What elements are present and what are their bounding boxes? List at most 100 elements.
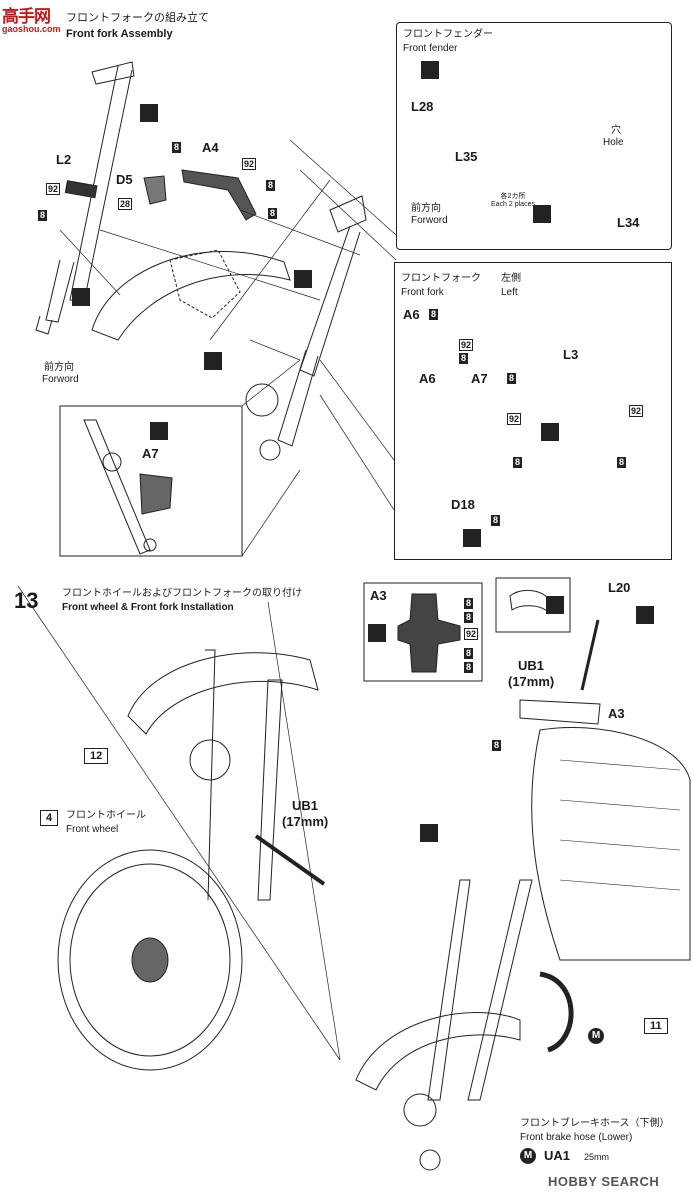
glue-icon — [72, 288, 90, 306]
code-92-a3: 92 — [464, 628, 479, 640]
hose-m-icon: M — [520, 1148, 536, 1164]
code-8-l2: 8 — [38, 210, 48, 221]
wheel-assembly-drawing — [57, 649, 326, 1071]
hose-en: Front brake hose (Lower) — [520, 1132, 633, 1143]
direction-en-12: Forword — [42, 374, 79, 385]
bike-front-drawing — [355, 619, 691, 1171]
part-label-a3: A3 — [608, 706, 625, 721]
step13-title-en: Front wheel & Front fork Installation — [62, 602, 234, 613]
hose-m-marker: M — [588, 1028, 604, 1044]
step13-number: 13 — [14, 588, 39, 613]
fork-right-drawing-12 — [245, 195, 367, 461]
part-label-l28: L28 — [411, 99, 434, 114]
cement-icon — [546, 596, 564, 614]
fork-l2-drawing — [35, 61, 135, 335]
note-jp: 各2カ所 — [500, 193, 526, 200]
part-label-a7-inset: A7 — [142, 446, 159, 461]
fork-panel: フロントフォーク 左側 Front fork Left A6 8 92 8 A6… — [394, 262, 672, 560]
a4-bracket-drawing — [143, 169, 257, 221]
fender-title-en: Front fender — [403, 43, 458, 54]
part-label-a7: A7 — [471, 371, 488, 386]
code-8-a3-main: 8 — [492, 740, 502, 751]
code-28-d5: 28 — [118, 198, 133, 210]
direction-en-fender: Forword — [411, 215, 448, 226]
fender-panel: フロントフェンダー Front fender L28 L35 L34 穴 Hol… — [396, 22, 672, 250]
code-8-a3a: 8 — [464, 598, 474, 609]
part-label-l2: L2 — [56, 152, 72, 167]
code-8-a4c: 8 — [268, 208, 278, 219]
glue-icon — [421, 61, 439, 79]
glue-icon — [636, 606, 654, 624]
ub1-size-left: (17mm) — [282, 814, 329, 829]
a3-inset-frame — [363, 582, 483, 682]
code-8-d18: 8 — [491, 515, 501, 526]
hose-jp: フロントブレーキホース（下側） — [520, 1118, 670, 1129]
ref-step-4: 4 — [40, 810, 59, 826]
fork-side-en: Left — [501, 287, 518, 298]
fender-title-jp: フロントフェンダー — [403, 29, 493, 40]
part-label-a3-inset: A3 — [370, 588, 387, 603]
part-label-a4: A4 — [202, 140, 219, 155]
part-label-d18: D18 — [451, 497, 475, 512]
ref-step-11: 11 — [644, 1018, 668, 1034]
part-label-l34: L34 — [617, 215, 640, 230]
glue-icon — [541, 423, 559, 441]
wheel-panel: 12 4 フロントホイール Front wheel UB1 (17mm) — [18, 620, 338, 1060]
ub1-label-right: UB1 — [518, 658, 545, 673]
step12-title-en: Front fork Assembly — [66, 28, 173, 40]
code-8-a4: 8 — [172, 142, 182, 153]
step12-title-jp: フロントフォークの組み立て — [66, 11, 209, 24]
wheel-jp: フロントホイール — [66, 810, 146, 821]
step13-title-jp: フロントホイールおよびフロントフォークの取り付け — [62, 588, 302, 599]
part-label-a6-top: A6 — [403, 307, 420, 322]
a3-part-drawing — [397, 593, 461, 673]
ua1-length: 25mm — [584, 1152, 610, 1162]
direction-jp-fender: 前方向 — [411, 203, 441, 214]
fender-drawing-12 — [91, 249, 291, 341]
ua1-label: UA1 — [544, 1148, 571, 1163]
watermark-url: gaoshou.com — [2, 24, 61, 34]
code-92-a7: 92 — [507, 413, 522, 425]
glue-icon — [420, 824, 438, 842]
each-2-places-note: 各2カ所 Each 2 places — [491, 193, 535, 209]
glue-icon — [204, 352, 222, 370]
code-8-l3: 8 — [513, 457, 523, 468]
direction-jp-12: 前方向 — [44, 362, 74, 373]
fork-title-jp: フロントフォーク — [401, 273, 481, 284]
cement-icon — [368, 624, 386, 642]
code-8-a4b: 8 — [266, 180, 276, 191]
fork-side-jp: 左側 — [501, 273, 521, 284]
a7-inset-frame — [59, 405, 243, 557]
ub1-size-right: (17mm) — [508, 674, 555, 689]
glue-icon — [140, 104, 158, 122]
hole-jp: 穴 — [611, 125, 621, 136]
glue-icon — [463, 529, 481, 547]
code-92-l3: 92 — [629, 405, 644, 417]
code-92-a4: 92 — [242, 158, 257, 170]
l20-inset-frame — [495, 577, 571, 633]
part-label-l35: L35 — [455, 149, 478, 164]
code-92-a6: 92 — [459, 339, 474, 351]
watermark-logo: 高手网 — [2, 7, 51, 27]
part-label-l20: L20 — [608, 580, 631, 595]
code-92-l2: 92 — [46, 183, 61, 195]
part-label-l3: L3 — [563, 347, 579, 362]
hole-en: Hole — [603, 137, 624, 148]
ref-step-12: 12 — [84, 748, 109, 764]
code-8-a7: 8 — [507, 373, 517, 384]
code-8-a6b: 8 — [459, 353, 469, 364]
part-label-a6: A6 — [419, 371, 436, 386]
fork-title-en: Front fork — [401, 287, 444, 298]
hobby-search-logo: HOBBY SEARCH — [548, 1174, 660, 1189]
wheel-en: Front wheel — [66, 824, 119, 835]
code-8-a3d: 8 — [464, 662, 474, 673]
note-en: Each 2 places — [491, 201, 535, 208]
code-8-a3c: 8 — [464, 648, 474, 659]
code-8-a6: 8 — [429, 309, 439, 320]
glue-icon — [294, 270, 312, 288]
ub1-label-left: UB1 — [292, 798, 319, 813]
code-8-l3b: 8 — [617, 457, 627, 468]
a7-inset-drawing — [83, 419, 173, 555]
paint-icon — [150, 422, 168, 440]
code-8-a3b: 8 — [464, 612, 474, 623]
